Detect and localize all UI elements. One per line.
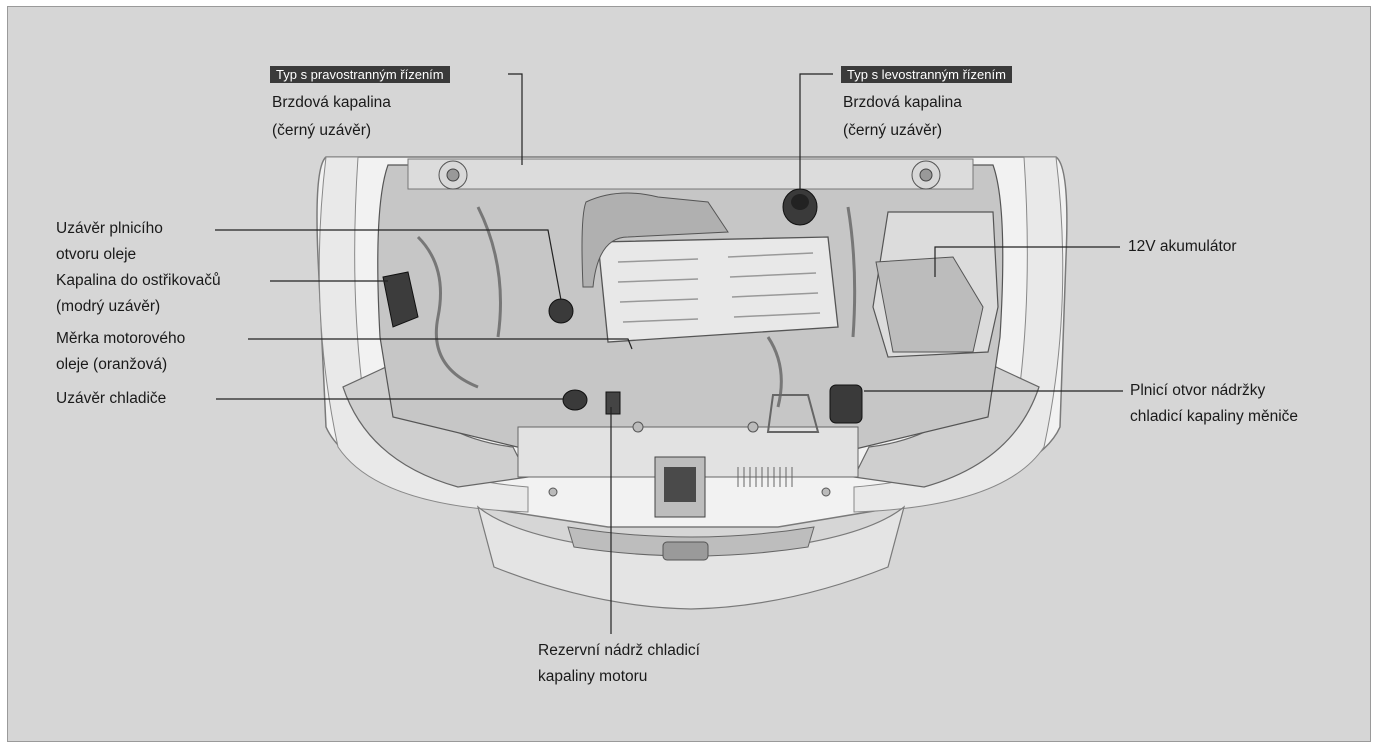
washer-fluid-sublabel: (modrý uzávěr)	[56, 298, 161, 315]
rhd-brake-fluid-label: Brzdová kapalina	[272, 94, 391, 111]
oil-dipstick-label: Měrka motorového	[56, 330, 186, 347]
rhd-tag: Typ s pravostranným řízením	[270, 66, 450, 83]
lhd-brake-fluid-sublabel: (černý uzávěr)	[843, 122, 943, 139]
engine-bay-illustration	[215, 73, 1123, 634]
engine-coolant-reservoir-sublabel: kapaliny motoru	[538, 668, 648, 685]
inverter-coolant-sublabel: chladicí kapaliny měniče	[1130, 408, 1299, 425]
lhd-brake-fluid-label: Brzdová kapalina	[843, 94, 962, 111]
leader-lines	[215, 73, 1123, 634]
radiator-cap-label: Uzávěr chladiče	[56, 390, 167, 407]
lhd-tag: Typ s levostranným řízením	[841, 66, 1012, 83]
oil-filler-cap-sublabel: otvoru oleje	[56, 246, 137, 263]
engine-bay	[377, 158, 1004, 518]
inverter-coolant-label: Plnicí otvor nádržky	[1130, 382, 1266, 399]
washer-fluid-label: Kapalina do ostřikovačů	[56, 272, 221, 289]
engine-coolant-reservoir-label: Rezervní nádrž chladicí	[538, 642, 700, 659]
diagram-frame: Typ s pravostranným řízením Brzdová kapa…	[7, 6, 1371, 742]
oil-filler-cap-label: Uzávěr plnicího	[56, 220, 163, 237]
rhd-brake-fluid-sublabel: (černý uzávěr)	[272, 122, 372, 139]
oil-dipstick-sublabel: oleje (oranžová)	[56, 356, 168, 373]
battery-label: 12V akumulátor	[1128, 238, 1237, 255]
